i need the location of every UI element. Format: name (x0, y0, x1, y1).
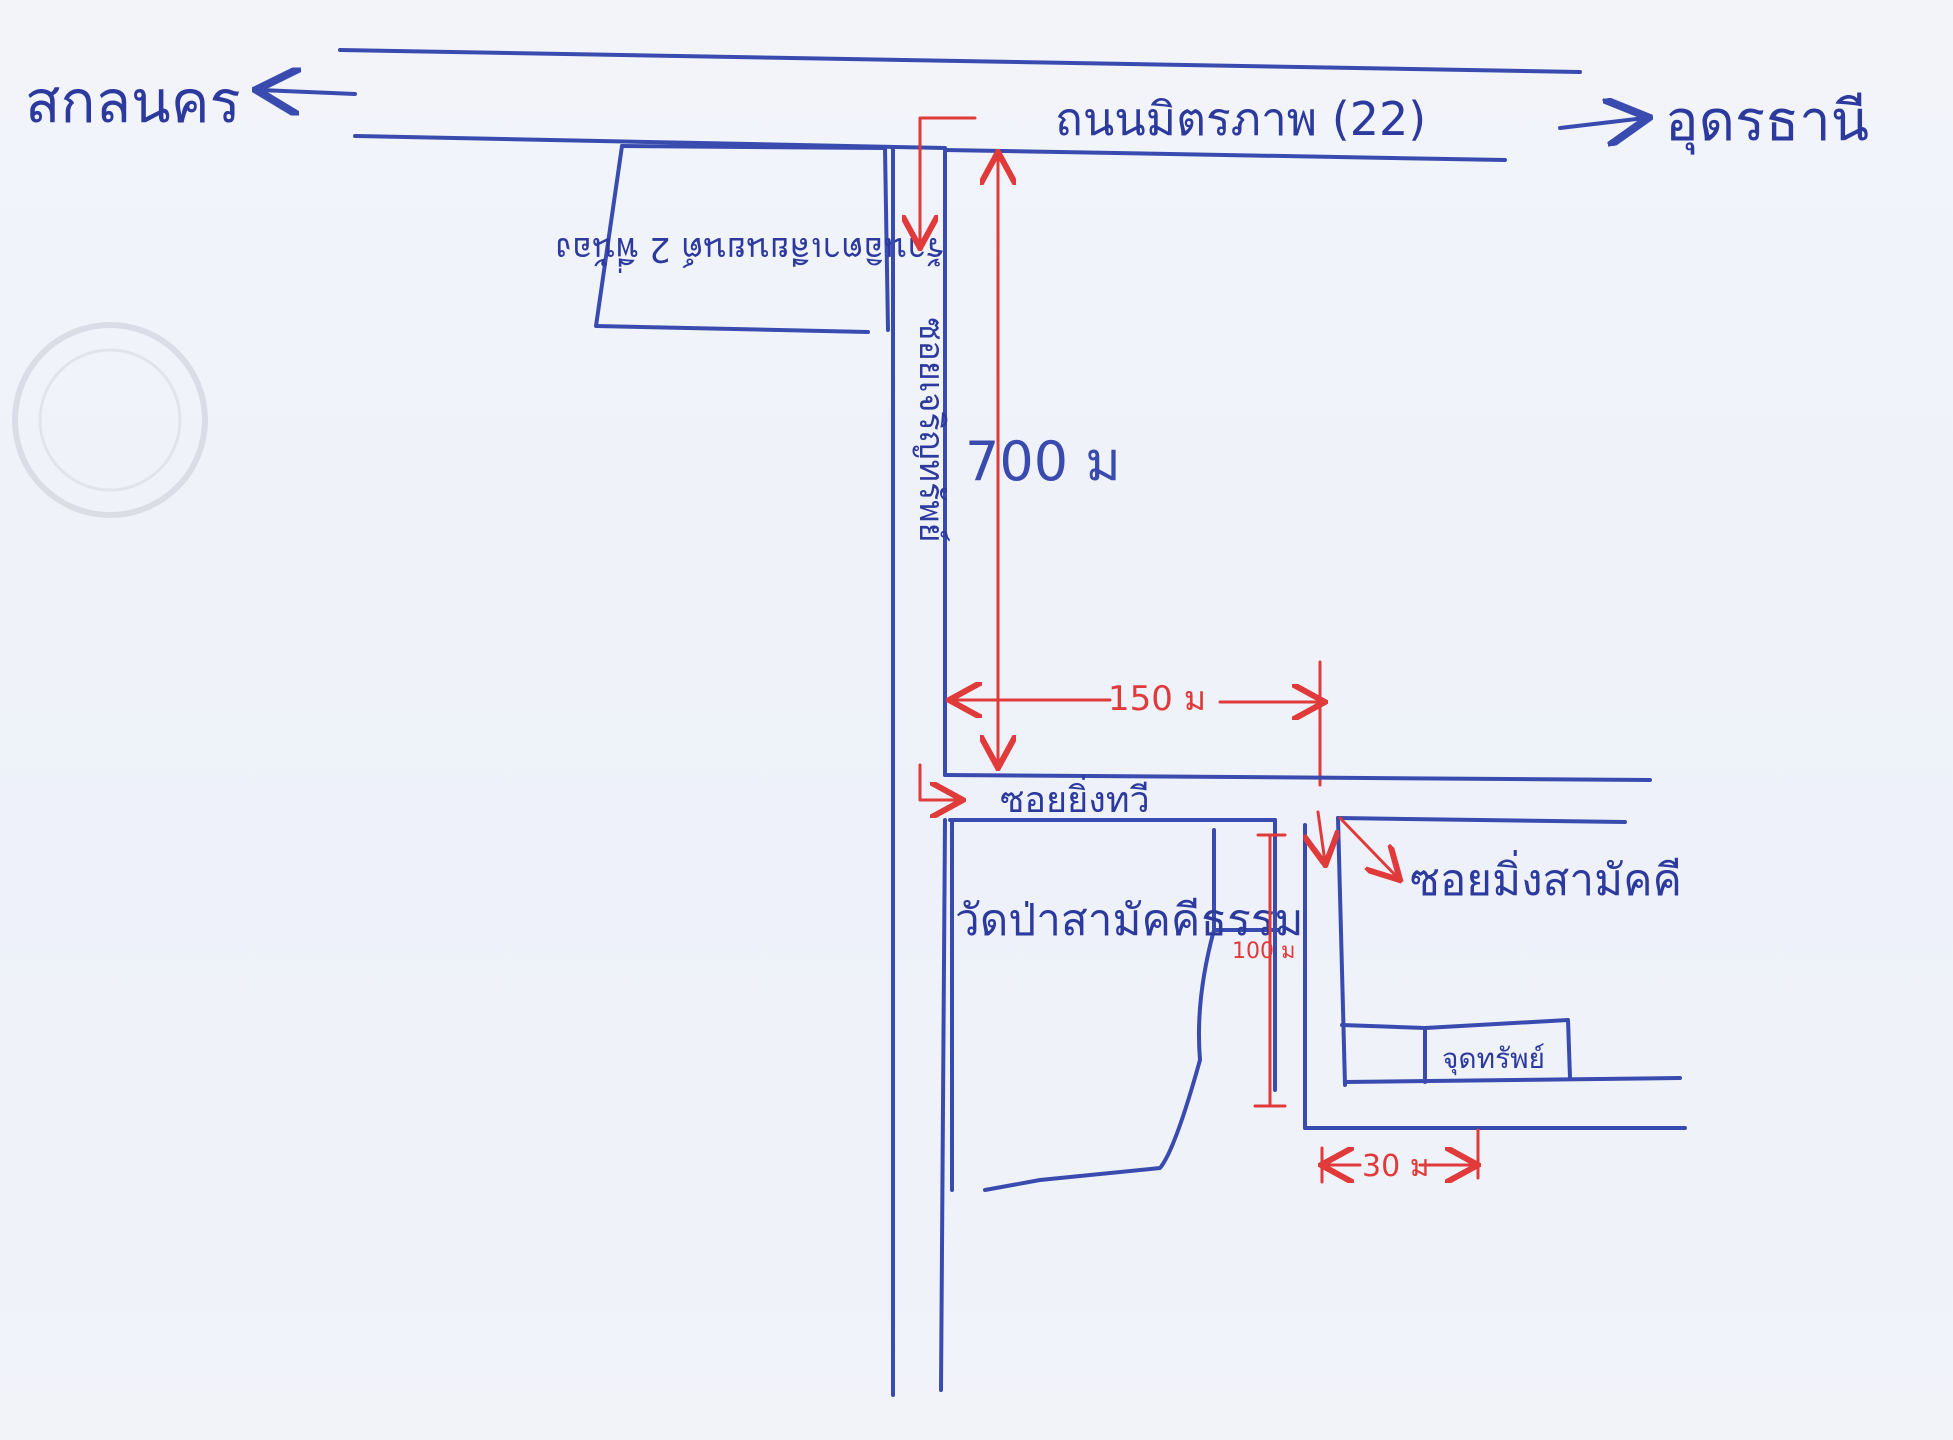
cross-road-label: ซอยยิ่งทวี (1000, 775, 1150, 821)
dimension-100: 100 ม (1232, 818, 1307, 1130)
turn-arrow-main (920, 116, 977, 245)
landmark-shop: ร้านอิตาเลียนยนต์ 2 พี่น้อง (556, 144, 945, 334)
west-destination-label: สกลนคร (25, 68, 241, 136)
distance-150-label: 150 ม (1108, 679, 1206, 719)
east-destination-label: อุดรธานี (1665, 89, 1869, 155)
destination-box: จุดทรัพย์ (1340, 1018, 1572, 1084)
temple-label: วัดป่าสามัคคีธรรม (955, 895, 1303, 946)
dimension-30: 30 ม (1322, 1128, 1478, 1184)
distance-700-label: 700 ม (965, 430, 1121, 493)
east-arrow (1558, 118, 1645, 128)
distance-30-label: 30 ม (1362, 1149, 1430, 1184)
dimension-150: 150 ม (952, 660, 1322, 787)
landmark-shop-label: ร้านอิตาเลียนยนต์ 2 พี่น้อง (556, 229, 945, 273)
target-soi-label: ซอยมิ่งสามัคคี (1410, 849, 1682, 906)
dimension-700: 700 ม (965, 155, 1121, 765)
distance-100-label: 100 ม (1232, 939, 1296, 964)
cross-road: ซอยยิ่งทวี (918, 763, 1652, 822)
destination-box-label: จุดทรัพย์ (1442, 1042, 1545, 1076)
temple-block: วัดป่าสามัคคีธรรม (950, 818, 1303, 1192)
side-road-vertical: ซอยเจริญทรัพย์ (891, 146, 951, 1397)
side-road-label: ซอยเจริญทรัพย์ (911, 317, 951, 542)
stamp-smudge (12, 322, 208, 518)
target-soi: ซอยมิ่งสามัคคี (1303, 810, 1687, 1130)
main-road-label: ถนนมิตรภาพ (22) (1055, 92, 1426, 146)
west-arrow (260, 90, 357, 94)
